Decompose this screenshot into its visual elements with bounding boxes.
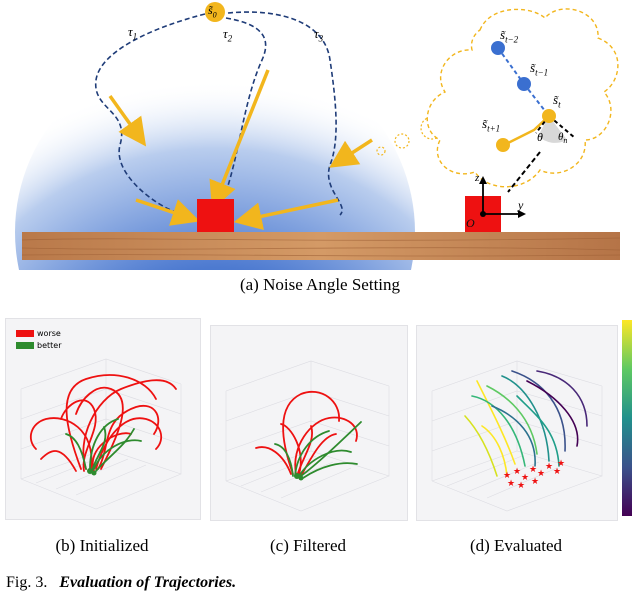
legend-item-better: better [16,339,61,351]
caption-a: (a) Noise Angle Setting [239,275,401,294]
label-st-1: s̃t−1 [530,60,549,78]
trajectory-tau1 [95,13,206,216]
trajectory-tau2 [225,17,267,193]
node-st+1 [496,138,510,152]
caption-b: (b) Initialized [55,536,149,555]
label-tau1: τ1 [128,24,138,42]
trajectory-tau3 [227,11,343,216]
label-origin: O [466,216,475,230]
target-box [197,199,234,232]
svg-text:★: ★ [513,467,521,477]
label-st+1: s̃t+1 [482,116,501,134]
svg-text:★: ★ [507,479,515,489]
node-st-1 [517,77,531,91]
label-tau3: τ3 [314,26,324,44]
svg-text:★: ★ [529,465,537,475]
plot-initialized-canvas [20,358,182,510]
noise-angle-illustration [15,2,621,270]
noise-dome [15,42,415,270]
label-st: s̃t [553,92,561,110]
node-st [542,109,556,123]
svg-text:★: ★ [537,469,545,479]
label-theta: θ [537,130,543,144]
plot-evaluated: ★★★ ★★★ ★★★ ★★ [416,325,618,521]
svg-text:★: ★ [545,462,553,472]
thought-cloud [426,8,619,188]
figure-caption: Fig. 3. Evaluation of Trajectories. [6,574,237,591]
label-tau2: τ2 [223,26,233,44]
plot-filtered-canvas [225,360,390,512]
svg-text:★: ★ [531,477,539,487]
plot-initialized: worse better [5,318,201,520]
label-s0: s̃0 [208,3,217,20]
svg-text:★: ★ [521,473,529,483]
label-st-2: s̃t−2 [500,27,519,45]
label-z-axis: z [475,172,480,184]
svg-text:★: ★ [517,481,525,491]
svg-text:★: ★ [503,471,511,481]
legend-item-worse: worse [16,327,61,339]
start-node [205,2,225,22]
label-y-axis: y [518,198,524,212]
node-st-2 [491,41,505,55]
label-theta-n: θn [558,131,568,146]
caption-d: (d) Evaluated [469,536,563,555]
svg-text:★: ★ [557,459,565,469]
svg-text:★: ★ [553,467,561,477]
legend: worse better [16,327,61,351]
colorbar [622,320,632,516]
caption-c: (c) Filtered [270,536,346,555]
plot-filtered [210,325,408,521]
plot-evaluated-canvas: ★★★ ★★★ ★★★ ★★ [431,360,603,512]
